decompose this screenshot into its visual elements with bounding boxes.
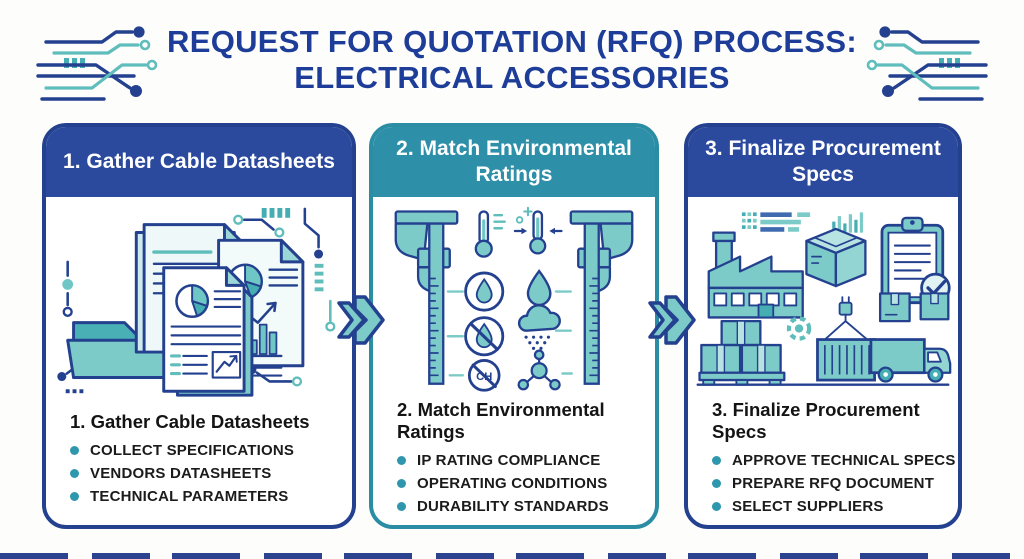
connector-lines: [446, 290, 573, 377]
step3-heading: 3. Finalize Procurement Specs: [712, 399, 920, 442]
list-item: APPROVE TECHNICAL SPECS: [712, 452, 955, 469]
cutoff-bottom-decoration: [0, 553, 1024, 559]
factory-icon: [707, 231, 804, 319]
gear-icon: [786, 316, 812, 341]
bullet-icon: [70, 492, 79, 501]
list-item: DURABILITY STANDARDS: [397, 498, 643, 515]
bullet-label: TECHNICAL PARAMETERS: [90, 488, 289, 505]
bullet-label: OPERATING CONDITIONS: [417, 475, 608, 492]
step-panel-3: 3. Finalize Procurement Specs: [684, 123, 962, 529]
step3-header: 3. Finalize Procurement Specs: [688, 127, 958, 197]
list-item: SELECT SUPPLIERS: [712, 498, 946, 515]
step2-header: 2. Match Environmental Ratings: [373, 127, 655, 197]
step1-header: 1. Gather Cable Datasheets: [46, 127, 352, 197]
step-panel-1: 1. Gather Cable Datasheets: [42, 123, 356, 529]
step2-heading: 2. Match Environmental Ratings: [397, 399, 605, 442]
bullet-icon: [712, 479, 721, 488]
crane-container-icon: [816, 296, 876, 382]
page-title-line1: REQUEST FOR QUOTATION (RFQ) PROCESS:: [167, 24, 857, 59]
clipboard-check-icon: [880, 216, 951, 305]
step3-illustration: [688, 197, 958, 399]
bullet-icon: [70, 469, 79, 478]
step1-illustration: [46, 197, 352, 411]
thermometer-icon: [474, 210, 506, 258]
line-graph-icon: [211, 350, 242, 379]
list-item: PREPARE RFQ DOCUMENT: [712, 475, 946, 492]
chevron-right-icon: [648, 295, 696, 345]
bullet-label: SELECT SUPPLIERS: [732, 498, 884, 515]
cargo-box-icon: [919, 292, 950, 321]
circuit-corner-left-icon: [36, 26, 158, 101]
bullet-label: PREPARE RFQ DOCUMENT: [732, 475, 935, 492]
bullet-icon: [397, 502, 406, 511]
pallet-boxes-icon: [698, 319, 786, 386]
step-panel-2: 2. Match Environmental Ratings: [369, 123, 659, 529]
bullet-icon: [397, 456, 406, 465]
bullet-label: DURABILITY STANDARDS: [417, 498, 609, 515]
bullet-label: IP RATING COMPLIANCE: [417, 452, 601, 469]
bullet-icon: [397, 479, 406, 488]
data-rows-icon: [741, 212, 811, 232]
bullet-icon: [70, 446, 79, 455]
waterproof-icon: [464, 271, 505, 312]
shipping-box-icon: [805, 227, 867, 288]
step2-illustration: CH: [373, 197, 655, 399]
list-item: IP RATING COMPLIANCE: [397, 452, 643, 469]
page-title-line2: ELECTRICAL ACCESSORIES: [294, 59, 730, 95]
bullet-label: COLLECT SPECIFICATIONS: [90, 442, 295, 459]
no-water-icon: [464, 316, 505, 357]
no-chemicals-icon: CH: [467, 359, 501, 392]
bullet-label: APPROVE TECHNICAL SPECS: [732, 452, 956, 469]
temperature-range-icon: [513, 206, 563, 255]
list-item: COLLECT SPECIFICATIONS: [70, 442, 340, 459]
step1-bullets: COLLECT SPECIFICATIONS VENDORS DATASHEET…: [70, 442, 340, 505]
list-item: VENDORS DATASHEETS: [70, 465, 340, 482]
water-drop-icon: [526, 269, 552, 307]
molecule-icon: [517, 349, 561, 391]
step3-text: 3. Finalize Procurement Specs APPROVE TE…: [688, 399, 958, 525]
step2-bullets: IP RATING COMPLIANCE OPERATING CONDITION…: [397, 452, 643, 515]
bullet-label: VENDORS DATASHEETS: [90, 465, 272, 482]
vernier-caliper-icon: [569, 210, 634, 385]
datasheet-document-icon: [162, 266, 254, 397]
cloud-snow-icon: [517, 304, 561, 350]
step3-bullets: APPROVE TECHNICAL SPECS PREPARE RFQ DOCU…: [712, 452, 955, 515]
circuit-corner-right-icon: [866, 26, 988, 101]
delivery-truck-icon: [869, 338, 952, 383]
page-title: REQUEST FOR QUOTATION (RFQ) PROCESS: ELE…: [0, 24, 1024, 96]
bullet-icon: [712, 502, 721, 511]
pie-chart-icon: [175, 284, 210, 319]
list-item: TECHNICAL PARAMETERS: [70, 488, 340, 505]
list-item: OPERATING CONDITIONS: [397, 475, 643, 492]
bar-chart-icon: [832, 212, 864, 233]
cargo-box-icon: [878, 292, 911, 323]
step2-text: 2. Match Environmental Ratings IP RATING…: [373, 399, 655, 525]
bullet-icon: [712, 456, 721, 465]
vernier-caliper-icon: [394, 210, 459, 385]
chevron-right-icon: [337, 295, 385, 345]
step1-text: 1. Gather Cable Datasheets COLLECT SPECI…: [46, 411, 352, 525]
step1-heading: 1. Gather Cable Datasheets: [70, 411, 310, 432]
